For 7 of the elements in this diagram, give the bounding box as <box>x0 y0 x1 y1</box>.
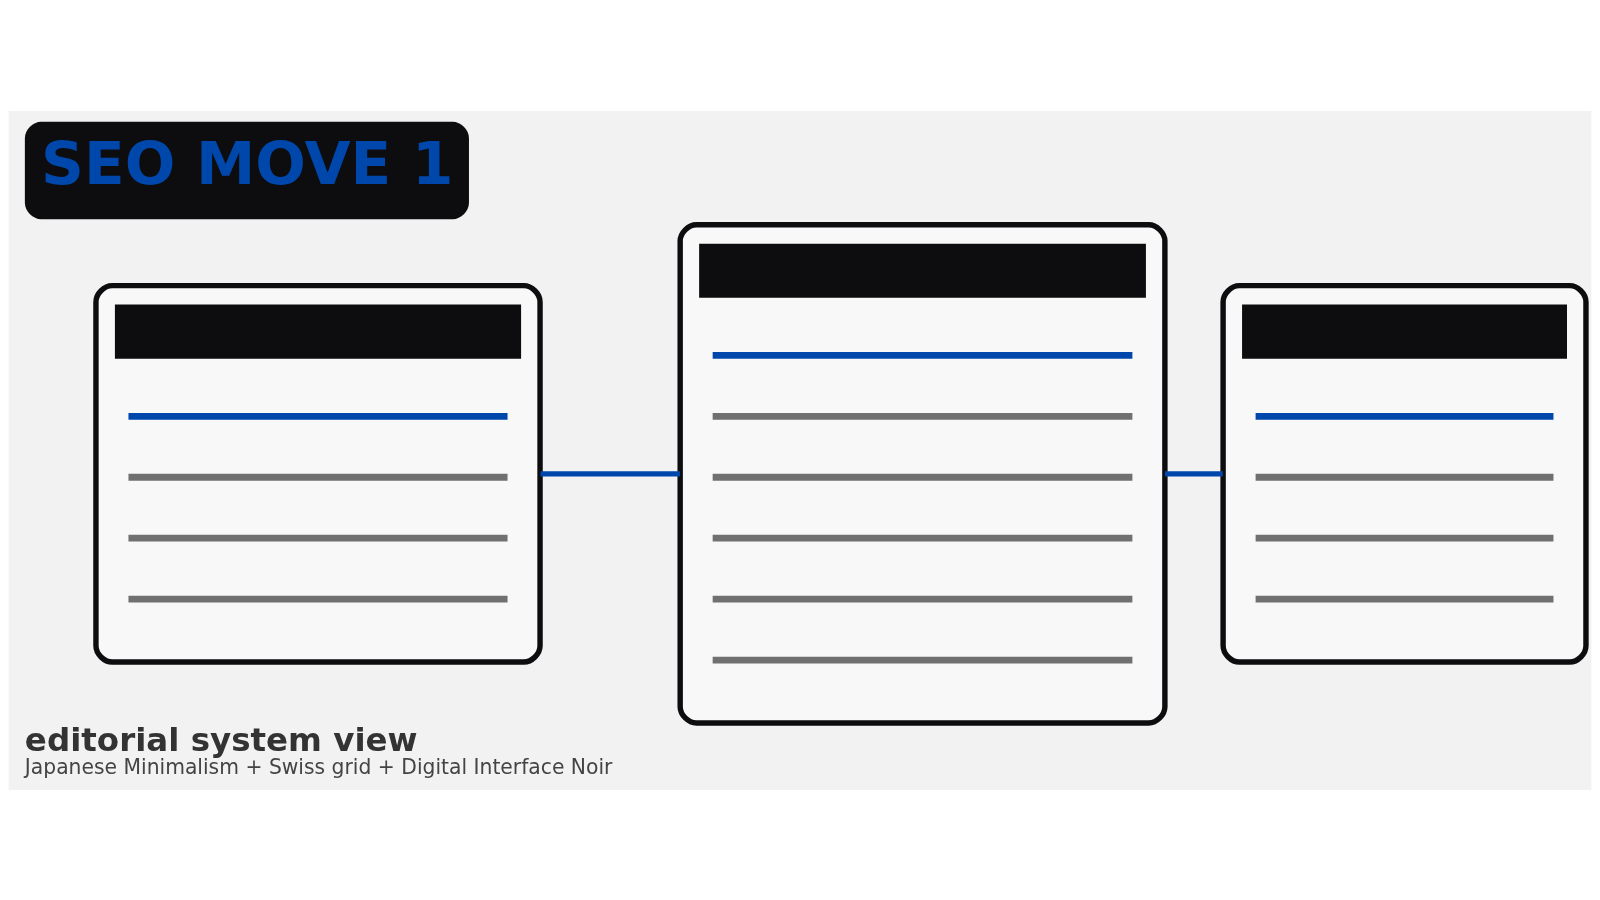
connector <box>1164 470 1223 477</box>
caption: editorial system view <box>24 720 418 759</box>
diagram-title: SEO MOVE 1 <box>41 128 454 198</box>
node-box <box>1220 282 1589 665</box>
node-box <box>677 221 1168 726</box>
node-box <box>93 282 543 665</box>
connector <box>540 470 681 477</box>
